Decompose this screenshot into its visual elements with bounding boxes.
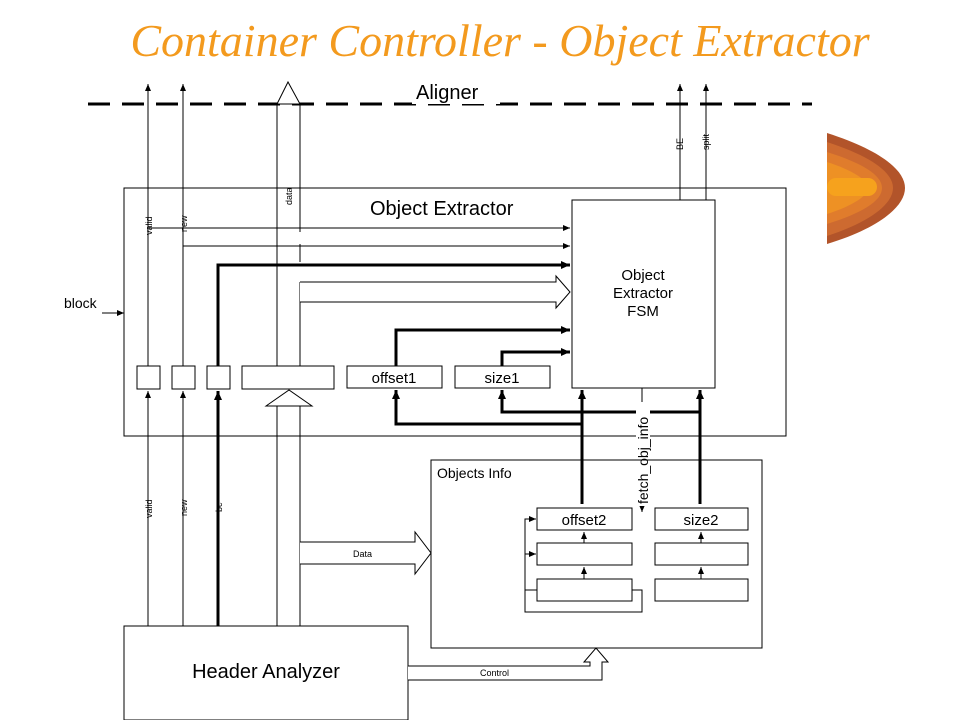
block-label: block bbox=[64, 295, 98, 311]
object-extractor-box bbox=[123, 187, 787, 437]
decoration-shape bbox=[827, 133, 905, 244]
be-label: BE bbox=[675, 138, 685, 150]
split-label: split bbox=[701, 133, 711, 150]
size2-box bbox=[654, 507, 749, 531]
size2-slot-3 bbox=[654, 578, 749, 602]
register-valid bbox=[136, 365, 161, 390]
control-bus-label: Control bbox=[480, 668, 509, 678]
new-top-label: new bbox=[179, 215, 189, 232]
new-bottom-label: new bbox=[179, 499, 189, 516]
register-new bbox=[171, 365, 196, 390]
data-bus-vertical bbox=[264, 80, 314, 626]
offset2-label: offset2 bbox=[562, 512, 607, 529]
register-bc bbox=[206, 365, 231, 390]
objects-info-label: Objects Info bbox=[437, 465, 512, 481]
offset2-box bbox=[536, 507, 633, 531]
slide-title: Container Controller - Object Extractor bbox=[130, 15, 870, 66]
header-analyzer-label: Header Analyzer bbox=[192, 661, 340, 683]
bc-to-fsm bbox=[216, 261, 570, 366]
fsm-label-line-2: Extractor bbox=[613, 285, 673, 302]
data-top-label: data bbox=[284, 187, 294, 205]
data-to-fsm-arrow-1 bbox=[300, 274, 571, 310]
size1-label: size1 bbox=[484, 370, 519, 387]
valid-top-label: valid bbox=[144, 216, 154, 235]
fsm-label-line-1: Object bbox=[621, 267, 665, 284]
size-feedback bbox=[498, 390, 702, 504]
offset1-to-fsm bbox=[394, 326, 570, 366]
object-extractor-label: Object Extractor bbox=[370, 198, 514, 220]
size2-slot-2 bbox=[654, 542, 749, 566]
aligner-label: Aligner bbox=[416, 82, 479, 104]
valid-bottom-label: valid bbox=[144, 499, 154, 518]
fsm-box bbox=[571, 199, 716, 389]
offset-feedback bbox=[392, 390, 584, 504]
bc-bottom-label: bc bbox=[214, 502, 224, 512]
offset1-label: offset1 bbox=[372, 370, 417, 387]
header-analyzer-box bbox=[123, 625, 409, 720]
data-bus-to-objects-info bbox=[300, 530, 432, 576]
offset2-loop bbox=[524, 589, 643, 613]
size1-to-fsm bbox=[500, 348, 570, 366]
data-bus-label: Data bbox=[353, 549, 372, 559]
data-register bbox=[241, 365, 335, 390]
control-bus-to-objects-info bbox=[408, 647, 610, 681]
offset2-slot-3 bbox=[536, 578, 633, 602]
size2-label: size2 bbox=[683, 512, 718, 529]
fsm-label-line-3: FSM bbox=[627, 303, 659, 320]
offset2-slot-2 bbox=[536, 542, 633, 566]
